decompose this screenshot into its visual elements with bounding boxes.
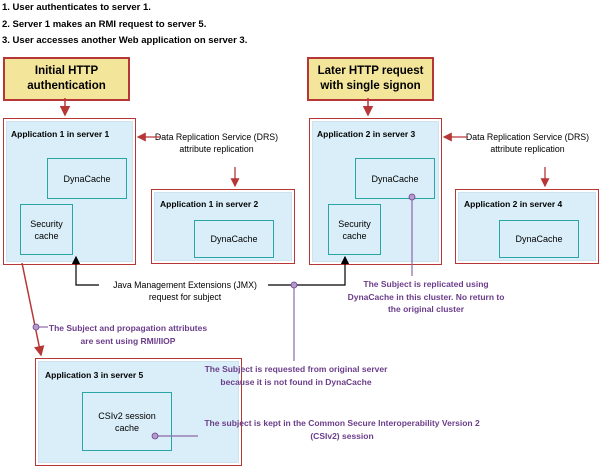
server-5-box: Application 3 in server 5 CSIv2 session … [35, 358, 242, 466]
server-4-dynacache: DynaCache [499, 220, 579, 258]
server-1-dynacache: DynaCache [47, 158, 127, 199]
drs-label-left: Data Replication Service (DRS) attribute… [154, 132, 279, 154]
steps-list: 1. User authenticates to server 1. 2. Se… [2, 0, 247, 50]
arrow-rmi-to-server5 [21, 262, 45, 357]
arrow-jmx-to-server1 [71, 255, 99, 286]
server-4-box: Application 2 in server 4 DynaCache [455, 189, 599, 264]
later-http-callout: Later HTTP request with single signon [307, 57, 434, 101]
jmx-label: Java Management Extensions (JMX) request… [113, 280, 257, 302]
server-2-dynacache: DynaCache [194, 220, 274, 258]
step-2: 2. Server 1 makes an RMI request to serv… [2, 18, 207, 30]
server-3-title: Application 2 in server 3 [317, 129, 416, 139]
arrow-jmx-to-server3 [268, 255, 350, 286]
server-1-box: Application 1 in server 1 DynaCache Secu… [3, 118, 136, 265]
annotation-rmi: The Subject and propagation attributes a… [48, 323, 208, 346]
annotation-requested: The Subject is requested from original s… [204, 364, 388, 387]
server-5-title: Application 3 in server 5 [45, 370, 144, 380]
annotation-replicated: The Subject is replicated using DynaCach… [347, 279, 505, 314]
drs-label-right: Data Replication Service (DRS) attribute… [465, 132, 590, 154]
initial-http-callout: Initial HTTP authentication [3, 57, 130, 101]
server-5-csiv2-cache: CSIv2 session cache [82, 392, 172, 451]
step-3: 3. User accesses another Web application… [2, 35, 248, 46]
initial-http-label: Initial HTTP authentication [27, 65, 106, 92]
csiv2-label: CSIv2 session cache [98, 410, 156, 433]
server-3-security-cache: Security cache [328, 204, 381, 255]
server-1-title: Application 1 in server 1 [11, 129, 110, 139]
later-http-label: Later HTTP request with single signon [317, 65, 424, 92]
server-2-box: Application 1 in server 2 DynaCache [151, 189, 295, 264]
server-1-security-cache: Security cache [20, 204, 73, 255]
server-4-title: Application 2 in server 4 [464, 199, 563, 209]
annotation-kept: The subject is kept in the Common Secure… [204, 418, 480, 441]
step-1: 1. User authenticates to server 1. [2, 2, 151, 13]
server-2-title: Application 1 in server 2 [160, 199, 259, 209]
server-3-dynacache: DynaCache [355, 158, 435, 199]
server-3-box: Application 2 in server 3 DynaCache Secu… [309, 118, 442, 265]
